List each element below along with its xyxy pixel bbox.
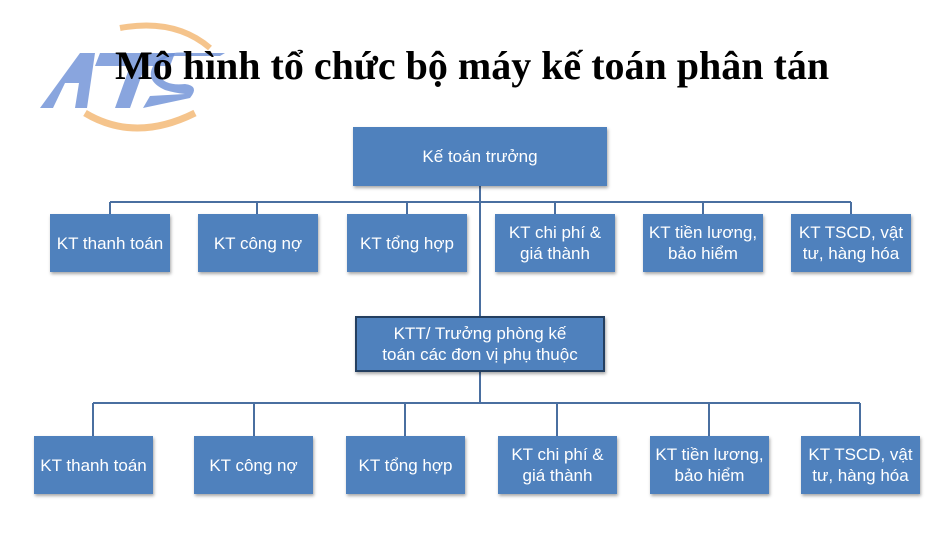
level2-box-payment: KT thanh toán	[34, 436, 153, 494]
level2-box-general: KT tổng hợp	[346, 436, 465, 494]
company-logo	[40, 22, 225, 132]
chief-accountant-box: Kế toán trưởng	[353, 127, 607, 186]
level1-box-debt: KT công nợ	[198, 214, 318, 272]
level2-box-assets: KT TSCD, vật tư, hàng hóa	[801, 436, 920, 494]
level1-box-general: KT tổng hợp	[347, 214, 467, 272]
branch-chief-accountant-box: KTT/ Trưởng phòng kế toán các đơn vị phụ…	[355, 316, 605, 372]
level2-box-debt: KT công nợ	[194, 436, 313, 494]
level1-box-salary: KT tiền lương, bảo hiểm	[643, 214, 763, 272]
level2-box-cost: KT chi phí & giá thành	[498, 436, 617, 494]
level2-box-salary: KT tiền lương, bảo hiểm	[650, 436, 769, 494]
level1-box-cost: KT chi phí & giá thành	[495, 214, 615, 272]
page-title: Mô hình tổ chức bộ máy kế toán phân tán	[114, 43, 830, 88]
level1-box-payment: KT thanh toán	[50, 214, 170, 272]
level1-box-assets: KT TSCD, vật tư, hàng hóa	[791, 214, 911, 272]
